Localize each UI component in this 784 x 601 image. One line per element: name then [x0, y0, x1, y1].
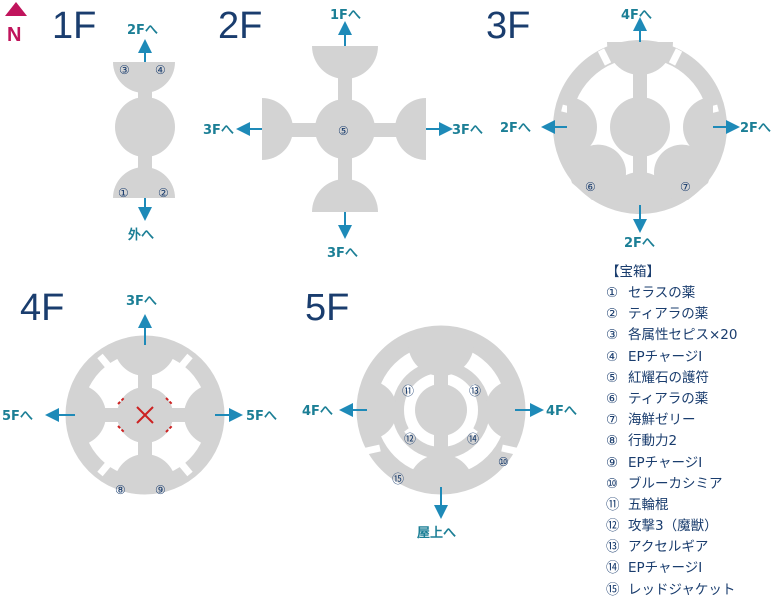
legend-item: ③ 各属性セピス×20: [606, 325, 782, 346]
legend-item-name: ティアラの薬: [628, 390, 709, 407]
legend-item-number: ③: [606, 327, 619, 344]
floor-3f-nav-2f-south: 2Fへ: [624, 236, 655, 251]
floor-2f-nav-1f: 1Fへ: [330, 8, 361, 23]
legend-item-number: ⑦: [606, 412, 619, 429]
legend-item-name: 紅耀石の護符: [628, 369, 709, 386]
floor-5f-label: 5F: [305, 287, 349, 329]
legend-item-number: ⑪: [606, 496, 620, 513]
legend-item: ⑭ EPチャージⅠ: [606, 558, 782, 579]
floor-3f-label: 3F: [486, 5, 530, 47]
legend-item: ⑧ 行動力2: [606, 431, 782, 452]
compass-north-label: N: [7, 24, 21, 46]
legend-item: ⑩ ブルーカシミア: [606, 474, 782, 495]
compass: N: [5, 2, 27, 46]
floor-2f-rooms: [262, 46, 426, 212]
marker-2: ②: [158, 186, 169, 200]
floor-2f: 2F 1Fへ 3Fへ 3Fへ 3Fへ ⑤: [203, 5, 483, 261]
floor-3f-nav-2f-east: 2Fへ: [740, 121, 771, 136]
legend-item-name: ティアラの薬: [628, 306, 709, 323]
marker-3: ③: [119, 63, 130, 77]
legend-item-number: ⑥: [606, 390, 619, 407]
floor-1f-label: 1F: [52, 5, 96, 47]
legend-item-number: ⑫: [606, 518, 620, 535]
boss-x-icon: [117, 397, 173, 433]
floor-3f-nav-4f: 4Fへ: [621, 8, 652, 23]
compass-north-arrow-icon: [5, 2, 27, 16]
floor-2f-label: 2F: [218, 5, 262, 47]
floor-4f-label: 4F: [20, 287, 64, 329]
legend-item: ⑪ 五輪棍: [606, 495, 782, 516]
floor-5f: 5F 4Fへ: [302, 287, 577, 541]
legend-item: ⑨ EPチャージⅠ: [606, 453, 782, 474]
legend-item-name: 攻撃3（魔獣）: [628, 518, 718, 535]
marker-6: ⑥: [585, 180, 596, 194]
marker-7: ⑦: [680, 180, 691, 194]
legend-item: ⑮ レッドジャケット: [606, 580, 782, 601]
floor-2f-nav-3f-east: 3Fへ: [452, 123, 483, 138]
legend-item: ① セラスの薬: [606, 283, 782, 304]
floor-3f: 3F 4Fへ 2Fへ 2Fへ: [486, 5, 771, 251]
legend-item-number: ①: [606, 285, 619, 301]
legend-item-number: ②: [606, 306, 619, 323]
legend-item: ⑫ 攻撃3（魔獣）: [606, 516, 782, 537]
legend-item-name: セラスの薬: [628, 285, 696, 301]
marker-12: ⑫: [404, 432, 416, 446]
legend-item-name: 各属性セピス×20: [628, 327, 738, 344]
floor-4f-rooms: [65, 335, 225, 495]
legend-item-number: ⑤: [606, 369, 619, 386]
legend-item-number: ④: [606, 348, 619, 365]
marker-10: ⑩: [498, 455, 509, 469]
legend-item-name: 五輪棍: [628, 496, 669, 513]
marker-11: ⑪: [402, 384, 414, 398]
floor-1f-rooms: [113, 62, 175, 198]
floor-5f-nav-4f-west: 4Fへ: [302, 404, 333, 419]
legend-item-number: ⑩: [606, 475, 619, 492]
floor-1f-nav-exit: 外へ: [127, 227, 154, 243]
floor-5f-rooms: [356, 325, 526, 495]
marker-15: ⑮: [392, 472, 404, 486]
floor-2f-nav-3f-south: 3Fへ: [327, 246, 358, 261]
legend-item-number: ⑮: [606, 581, 620, 598]
floor-5f-nav-4f-east: 4Fへ: [546, 404, 577, 419]
floor-2f-nav-3f-west: 3Fへ: [203, 123, 234, 138]
marker-14: ⑭: [467, 432, 479, 446]
legend-item-number: ⑭: [606, 560, 620, 577]
legend-item-name: EPチャージⅠ: [628, 454, 703, 471]
legend-item: ⑤ 紅耀石の護符: [606, 368, 782, 389]
legend-item: ⑥ ティアラの薬: [606, 389, 782, 410]
legend-title: 【宝箱】: [606, 264, 660, 280]
legend-item-number: ⑬: [606, 539, 620, 556]
legend-item-name: EPチャージⅠ: [628, 348, 703, 365]
legend-item: ④ EPチャージⅠ: [606, 347, 782, 368]
treasure-legend: 【宝箱】 ① セラスの薬 ② ティアラの薬 ③ 各属性セピス×20 ④ EPチャージⅠ ⑤ 紅耀石…: [606, 262, 782, 601]
marker-9: ⑨: [155, 483, 166, 497]
legend-item-name: レッドジャケット: [628, 581, 736, 598]
legend-item-name: EPチャージⅠ: [628, 560, 703, 577]
legend-item-name: 行動力2: [628, 433, 678, 450]
legend-item-name: アクセルギア: [628, 539, 709, 556]
floor-1f: 1F 2Fへ 外へ ③ ④ ① ②: [52, 5, 175, 243]
floor-5f-nav-roof: 屋上へ: [417, 526, 456, 541]
legend-item-number: ⑨: [606, 454, 619, 471]
floor-3f-nav-2f-west: 2Fへ: [500, 121, 531, 136]
floor-4f-nav-5f-east: 5Fへ: [246, 409, 277, 424]
legend-item-name: ブルーカシミア: [628, 475, 723, 492]
legend-item: ② ティアラの薬: [606, 304, 782, 325]
legend-item: ⑦ 海鮮ゼリー: [606, 410, 782, 431]
marker-5: ⑤: [338, 124, 349, 138]
marker-13: ⑬: [469, 384, 481, 398]
floor-4f: 4F: [2, 287, 277, 497]
floor-1f-nav-up: 2Fへ: [127, 23, 158, 38]
marker-4: ④: [155, 63, 166, 77]
legend-item-name: 海鮮ゼリー: [628, 412, 696, 429]
floor-4f-nav-5f-west: 5Fへ: [2, 409, 33, 424]
floor-4f-nav-3f: 3Fへ: [126, 294, 157, 309]
legend-item-number: ⑧: [606, 433, 619, 450]
marker-1: ①: [118, 186, 129, 200]
marker-8: ⑧: [115, 483, 126, 497]
legend-item: ⑬ アクセルギア: [606, 537, 782, 558]
